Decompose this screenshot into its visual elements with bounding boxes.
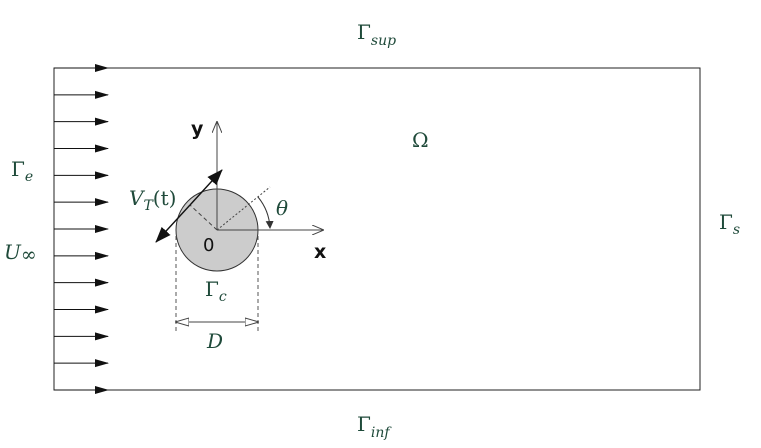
label-velocity: VT(t): [129, 186, 176, 214]
label-gamma-c: Γc: [205, 277, 227, 305]
radius-dotted-line: [216, 186, 271, 231]
inflow-arrows: [54, 64, 109, 394]
domain-boundary-rect: [53, 67, 701, 391]
velocity-arrow-down: [155, 204, 191, 243]
label-gamma-sup: Γsup: [357, 20, 396, 49]
label-theta: θ: [276, 196, 288, 220]
label-origin: 0: [203, 235, 214, 256]
label-gamma-s: Γs: [719, 210, 740, 238]
label-diameter: D: [206, 329, 223, 353]
label-x-axis: x: [314, 241, 326, 263]
label-u-infinity: U∞: [4, 240, 37, 266]
label-y-axis: y: [191, 118, 204, 140]
velocity-arrow-up: [189, 169, 223, 206]
angle-arc: [257, 196, 274, 229]
label-gamma-inf: Γinf: [357, 412, 392, 441]
velocity-radius-dashed: [189, 204, 218, 231]
label-omega: Ω: [412, 128, 429, 152]
label-gamma-e: Γe: [11, 157, 33, 185]
